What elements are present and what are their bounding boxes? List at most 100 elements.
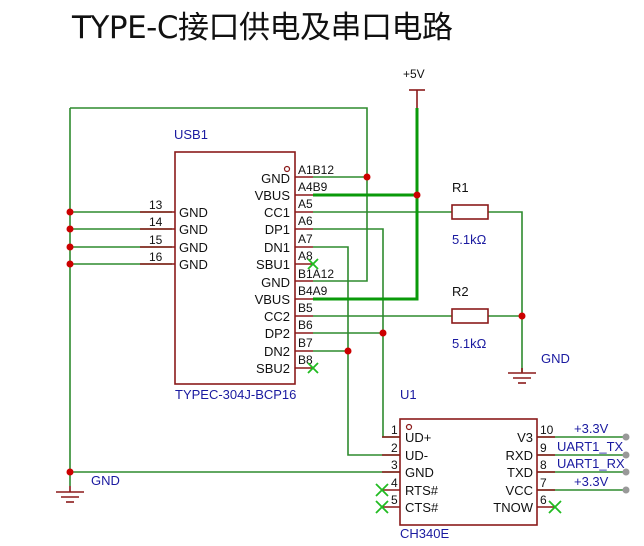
wire-vbus-b <box>313 108 419 301</box>
net-label-v3: +3.3V <box>574 421 609 436</box>
u1-designator: U1 <box>400 387 417 402</box>
u1-pin-name: CTS# <box>405 500 439 515</box>
net-label-vcc: +3.3V <box>574 474 609 489</box>
u1-pin-name: RXD <box>506 448 533 463</box>
usb1-part: TYPEC-304J-BCP16 <box>175 387 296 402</box>
usb1-pin-num: 16 <box>149 250 163 264</box>
pin1-marker-icon <box>405 423 413 431</box>
port-dot-icon <box>622 451 630 459</box>
u1-pin-num: 10 <box>540 423 554 437</box>
power-rail <box>313 90 419 301</box>
junction-dot <box>344 347 352 355</box>
usb1-pin-name: VBUS <box>255 292 291 307</box>
usb1-pin-num: 13 <box>149 198 163 212</box>
no-connect-icon <box>375 500 389 514</box>
net-label-txd: UART1_RX <box>557 456 625 471</box>
resistor-r2: R2 5.1kΩ <box>451 284 489 351</box>
junction-dot <box>379 329 387 337</box>
r2-value: 5.1kΩ <box>452 336 487 351</box>
usb1-pin-name: DP2 <box>265 326 290 341</box>
page-title: TYPE-C接口供电及串口电路 <box>72 10 453 46</box>
u1-pin-name: V3 <box>517 430 533 445</box>
u1-part: CH340E <box>400 526 449 541</box>
junction-dot <box>66 225 74 233</box>
r1-designator: R1 <box>452 180 469 195</box>
pin1-marker-icon <box>283 165 291 173</box>
r1-value: 5.1kΩ <box>452 232 487 247</box>
u1-pin-num: 6 <box>540 493 547 507</box>
u1-pin-name: VCC <box>506 483 533 498</box>
port-dot-icon <box>622 486 630 494</box>
net-labels: +3.3V UART1_TX UART1_RX +3.3V <box>557 421 625 489</box>
gnd-label-left: GND <box>91 473 120 488</box>
power-5v-symbol: +5V <box>403 67 425 91</box>
net-ports <box>622 433 630 494</box>
junction-dot <box>66 243 74 251</box>
usb1-pin-name: CC1 <box>264 205 290 220</box>
u1-pin-num: 9 <box>540 441 547 455</box>
usb1-pin-name: DN1 <box>264 240 290 255</box>
junction-dot <box>66 468 74 476</box>
junction-dot <box>363 173 371 181</box>
no-connect-icon <box>548 500 562 514</box>
no-connect-icon <box>375 483 389 497</box>
usb1-pin-num: B1A12 <box>298 267 334 281</box>
u1-pin-name: UD- <box>405 448 428 463</box>
usb1-pin-num: B4A9 <box>298 284 328 298</box>
junctions <box>66 173 526 476</box>
u1-pin-name: TNOW <box>493 500 533 515</box>
usb1-connector: USB1 TYPEC-304J-BCP16 13 14 15 16 GND GN… <box>140 127 334 402</box>
usb1-pin-name: GND <box>179 240 208 255</box>
u1-pin-num: 3 <box>391 458 398 472</box>
usb1-designator: USB1 <box>174 127 208 142</box>
gnd-label-right: GND <box>541 351 570 366</box>
u1-ch340e: U1 CH340E 1 2 3 4 5 UD+ UD- GND RTS# CTS… <box>375 387 562 541</box>
r2-designator: R2 <box>452 284 469 299</box>
usb1-pin-num: B7 <box>298 336 313 350</box>
u1-pin-name: UD+ <box>405 430 431 445</box>
u1-pin-num: 5 <box>391 493 398 507</box>
gnd-symbol-right <box>508 368 536 384</box>
junction-dot <box>66 208 74 216</box>
usb1-pin-name: GND <box>179 222 208 237</box>
junction-dot <box>413 191 421 199</box>
usb1-pin-num: A4B9 <box>298 180 328 194</box>
u1-pin-name: TXD <box>507 465 533 480</box>
no-connect-icon <box>307 258 319 270</box>
usb1-pin-name: GND <box>179 205 208 220</box>
usb1-pin-name: SBU2 <box>256 361 290 376</box>
u1-pin-num: 1 <box>391 423 398 437</box>
port-dot-icon <box>622 468 630 476</box>
resistor-r1: R1 5.1kΩ <box>451 180 489 247</box>
u1-pin-num: 8 <box>540 458 547 472</box>
usb1-pin-num: A1B12 <box>298 163 334 177</box>
net-label-rxd: UART1_TX <box>557 439 624 454</box>
u1-pin-num: 4 <box>391 476 398 490</box>
r2-body <box>451 308 489 324</box>
usb1-pin-name: VBUS <box>255 188 291 203</box>
usb1-pin-name: DP1 <box>265 222 290 237</box>
u1-pin-num: 7 <box>540 476 547 490</box>
usb1-pin-num: 15 <box>149 233 163 247</box>
r1-body <box>451 204 489 220</box>
u1-pin-num: 2 <box>391 441 398 455</box>
junction-dot <box>66 260 74 268</box>
usb1-pin-name: GND <box>179 257 208 272</box>
usb1-pin-num: B6 <box>298 318 313 332</box>
usb1-pin-num: 14 <box>149 215 163 229</box>
usb1-pin-num: A5 <box>298 197 313 211</box>
usb1-pin-num: A7 <box>298 232 313 246</box>
power-5v-label: +5V <box>403 67 425 81</box>
usb1-pin-num: A6 <box>298 214 313 228</box>
usb1-pin-name: SBU1 <box>256 257 290 272</box>
u1-pin-name: GND <box>405 465 434 480</box>
usb1-pin-name: GND <box>261 171 290 186</box>
usb1-pin-num: B5 <box>298 301 313 315</box>
usb1-pin-name: DN2 <box>264 344 290 359</box>
port-dot-icon <box>622 433 630 441</box>
no-connect-icon <box>307 362 319 374</box>
usb1-pin-name: CC2 <box>264 309 290 324</box>
wire-r1-out <box>488 211 523 372</box>
usb1-body <box>174 151 296 385</box>
